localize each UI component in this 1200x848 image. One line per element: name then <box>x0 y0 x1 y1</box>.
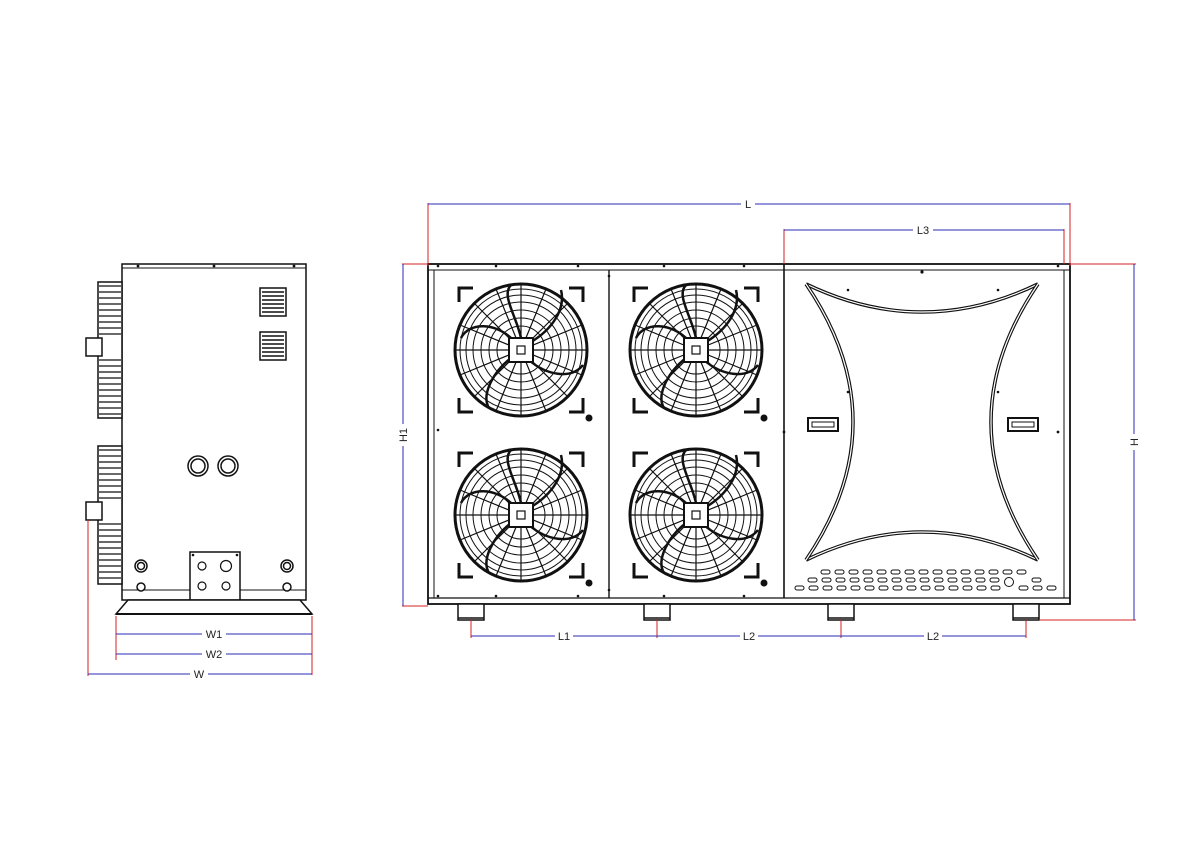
dim-label-l1: L1 <box>558 631 570 643</box>
dim-label-l: L <box>745 199 751 211</box>
dim-label-w: W <box>194 669 205 681</box>
side-view: W1 W2 W <box>85 263 314 681</box>
dim-label-w2: W2 <box>206 649 223 661</box>
dim-label-l3: L3 <box>917 225 929 237</box>
front-decorative-panel <box>804 282 1040 562</box>
dim-label-w1: W1 <box>206 629 223 641</box>
side-coil-lower <box>85 445 123 585</box>
front-view: L L3 H1 H <box>396 197 1141 643</box>
dim-label-l2-left: L2 <box>743 631 755 643</box>
fan-bottom-left <box>453 447 593 587</box>
fan-top-right <box>628 282 768 422</box>
front-handle-left <box>807 417 839 432</box>
side-louver-upper <box>259 287 287 317</box>
dim-label-h: H <box>1129 438 1141 446</box>
side-terminal-plate <box>189 551 241 601</box>
side-pipe-ports <box>134 455 294 592</box>
side-body <box>121 263 307 601</box>
front-handle-right <box>1007 417 1039 432</box>
front-feet <box>457 603 1040 621</box>
side-louver-lower <box>259 331 287 361</box>
side-coil-upper <box>85 281 123 419</box>
fan-top-left <box>453 282 593 422</box>
front-vent-slots <box>794 569 1057 591</box>
side-base <box>114 599 314 615</box>
dim-label-l2-right: L2 <box>927 631 939 643</box>
front-dimensions: L L3 H1 H <box>396 197 1141 643</box>
dim-label-h1: H1 <box>398 428 410 442</box>
fan-bottom-right <box>628 447 768 587</box>
side-dimensions: W1 W2 W <box>87 520 313 681</box>
